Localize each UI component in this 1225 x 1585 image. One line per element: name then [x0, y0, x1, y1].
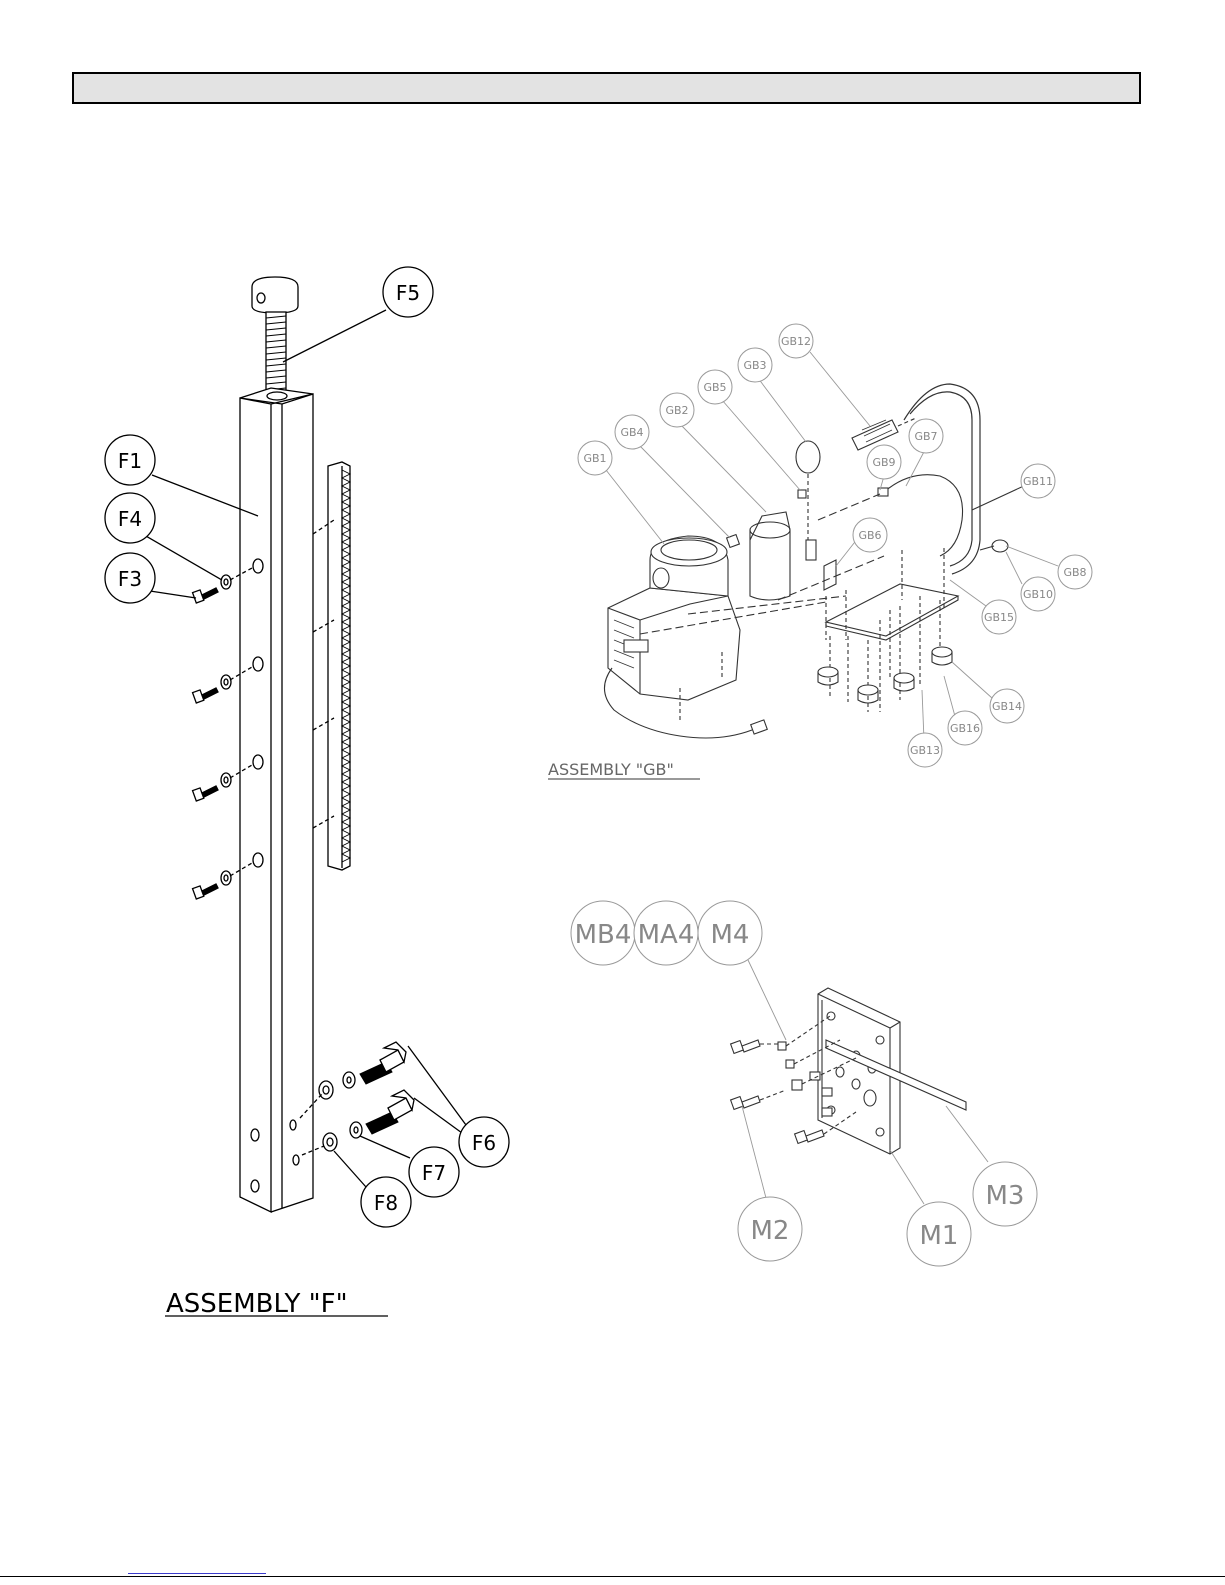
callout-gb12: GB12 — [781, 335, 811, 348]
callout-gb2: GB2 — [665, 404, 688, 417]
assembly-f-callouts — [105, 267, 509, 1227]
callout-gb13: GB13 — [910, 744, 940, 757]
callout-f1: F1 — [118, 449, 142, 473]
callout-gb1: GB1 — [583, 452, 606, 465]
callout-f5: F5 — [396, 281, 420, 305]
callout-gb15: GB15 — [984, 611, 1014, 624]
assembly-f-drawing — [146, 277, 466, 1212]
callout-f8: F8 — [374, 1191, 398, 1215]
callout-gb7: GB7 — [914, 430, 937, 443]
assembly-f-caption: ASSEMBLY "F" — [166, 1289, 348, 1319]
callout-gb14: GB14 — [992, 700, 1022, 713]
callout-f7: F7 — [422, 1161, 446, 1185]
assembly-gb-caption: ASSEMBLY "GB" — [548, 760, 674, 779]
callout-m3: M3 — [986, 1181, 1025, 1211]
callout-gb3: GB3 — [743, 359, 766, 372]
footer-link-underline[interactable] — [128, 1573, 266, 1575]
callout-f3: F3 — [118, 567, 142, 591]
callout-gb10: GB10 — [1023, 588, 1053, 601]
callout-gb9: GB9 — [872, 456, 895, 469]
callout-gb11: GB11 — [1023, 475, 1053, 488]
callout-mb4: MB4 — [575, 920, 632, 950]
callout-gb5: GB5 — [703, 381, 726, 394]
callout-f4: F4 — [118, 507, 142, 531]
callout-gb16: GB16 — [950, 722, 980, 735]
callout-m1: M1 — [920, 1221, 959, 1251]
callout-gb4: GB4 — [620, 426, 643, 439]
callout-ma4: MA4 — [638, 920, 695, 950]
footer-rule — [0, 1576, 1225, 1577]
callout-gb8: GB8 — [1063, 566, 1086, 579]
assembly-m-drawing — [731, 960, 988, 1204]
callout-f6: F6 — [472, 1131, 496, 1155]
callout-m4: M4 — [711, 920, 750, 950]
callout-gb6: GB6 — [858, 529, 881, 542]
callout-m2: M2 — [751, 1216, 790, 1246]
